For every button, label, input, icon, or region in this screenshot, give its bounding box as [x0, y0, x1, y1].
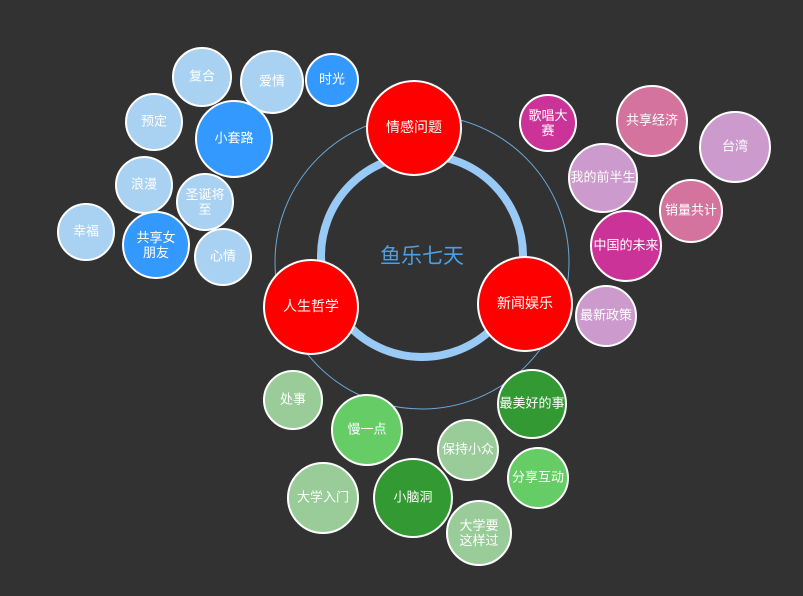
- topic-node-bubble: [699, 111, 771, 183]
- topic-node-bubble: [305, 53, 359, 107]
- topic-node-bubble: [176, 173, 234, 231]
- category-node-emotion-label: 情感问题: [386, 119, 442, 136]
- topic-node-bubble: [519, 94, 577, 152]
- topic-node[interactable]: 台湾: [699, 111, 771, 183]
- topic-node-label: 销量共计: [665, 204, 717, 219]
- topic-node-label: 大学要这样过: [459, 517, 498, 548]
- topic-node[interactable]: 销量共计: [659, 179, 723, 243]
- topic-node-label: 大学入门: [297, 490, 349, 506]
- topic-node-label: 复合: [189, 70, 215, 85]
- topic-node-label: 共享女朋友: [136, 229, 175, 260]
- topic-node-label: 浪漫: [131, 178, 157, 193]
- topic-node-bubble: [373, 458, 453, 538]
- topic-node-label: 预定: [141, 115, 167, 130]
- topic-node-bubble: [57, 203, 115, 261]
- topic-node[interactable]: 我的前半生: [568, 143, 638, 213]
- topic-node-bubble: [568, 143, 638, 213]
- topic-node-label: 歌唱大赛: [528, 108, 567, 138]
- topic-node-bubble: [194, 228, 252, 286]
- topic-node-bubble: [263, 370, 323, 430]
- category-node-news-label: 新闻娱乐: [497, 296, 553, 312]
- topic-node-label: 分享互动: [512, 470, 564, 486]
- topic-node[interactable]: 共享女朋友: [122, 211, 190, 279]
- topic-node-bubble: [507, 447, 569, 509]
- topic-node-label: 慢一点: [347, 422, 386, 438]
- topic-node[interactable]: 小脑洞: [373, 458, 453, 538]
- topic-node-label: 处事: [280, 393, 306, 408]
- topic-node-bubble: [446, 500, 512, 566]
- topic-node[interactable]: 幸福: [57, 203, 115, 261]
- topic-node-bubble: [659, 179, 723, 243]
- topic-node-bubble: [497, 369, 567, 439]
- category-node-news-bubble: [477, 256, 573, 352]
- topic-node-label: 时光: [319, 73, 345, 88]
- topic-node-label: 台湾: [722, 139, 748, 155]
- topic-node[interactable]: 处事: [263, 370, 323, 430]
- topic-node-bubble: [172, 47, 232, 107]
- category-node-emotion[interactable]: 情感问题: [366, 80, 462, 176]
- category-node-emotion-bubble: [366, 80, 462, 176]
- topic-node-label: 小套路: [214, 131, 253, 147]
- nodes-layer: 情感问题新闻娱乐 人生哲学 复合 爱情 时光预定小套路浪漫圣诞将至幸福 共享女朋友心情 歌唱…: [57, 47, 771, 566]
- category-node-life-bubble: [263, 259, 359, 355]
- topic-node[interactable]: 爱情: [240, 50, 304, 114]
- center-title: 鱼乐七天: [380, 244, 464, 268]
- topic-node[interactable]: 慢一点: [331, 394, 403, 466]
- topic-node-label: 最美好的事: [499, 396, 564, 412]
- topic-node-label: 心情: [210, 250, 236, 265]
- topic-node[interactable]: 浪漫: [115, 156, 173, 214]
- topic-node[interactable]: 歌唱大赛: [519, 94, 577, 152]
- category-node-life[interactable]: 人生哲学: [263, 259, 359, 355]
- topic-node[interactable]: 大学要这样过: [446, 500, 512, 566]
- topic-node[interactable]: 心情: [194, 228, 252, 286]
- topic-node-label: 共享经济: [626, 113, 678, 129]
- topic-node[interactable]: 分享互动: [507, 447, 569, 509]
- topic-node-label: 圣诞将至: [185, 187, 224, 217]
- topic-node-bubble: [240, 50, 304, 114]
- category-node-life-label: 人生哲学: [283, 299, 339, 315]
- topic-node-label: 我的前半生: [570, 170, 635, 186]
- topic-node-label: 爱情: [259, 75, 285, 90]
- topic-node[interactable]: 共享经济: [616, 85, 688, 157]
- topic-node[interactable]: 中国的未来: [590, 210, 662, 282]
- topic-node[interactable]: 圣诞将至: [176, 173, 234, 231]
- topic-node-bubble: [331, 394, 403, 466]
- topic-node-bubble: [590, 210, 662, 282]
- topic-node-bubble: [616, 85, 688, 157]
- topic-node-label: 幸福: [73, 225, 99, 240]
- topic-node[interactable]: 大学入门: [287, 462, 359, 534]
- category-node-news[interactable]: 新闻娱乐: [477, 256, 573, 352]
- topic-node-label: 最新政策: [580, 308, 632, 324]
- topic-node[interactable]: 时光: [305, 53, 359, 107]
- topic-node[interactable]: 预定: [125, 93, 183, 151]
- topic-node[interactable]: 最美好的事: [497, 369, 567, 439]
- topic-node-bubble: [575, 285, 637, 347]
- topic-node-label: 中国的未来: [593, 238, 658, 254]
- topic-node-bubble: [115, 156, 173, 214]
- topic-node-label: 保持小众: [442, 443, 494, 458]
- topic-node-bubble: [195, 100, 273, 178]
- topic-node-bubble: [287, 462, 359, 534]
- topic-node[interactable]: 复合: [172, 47, 232, 107]
- topic-node-bubble: [122, 211, 190, 279]
- topic-node[interactable]: 最新政策: [575, 285, 637, 347]
- topic-node-bubble: [437, 419, 499, 481]
- topic-node[interactable]: 保持小众: [437, 419, 499, 481]
- topic-node[interactable]: 小套路: [195, 100, 273, 178]
- topic-node-bubble: [125, 93, 183, 151]
- topic-node-label: 小脑洞: [393, 491, 432, 506]
